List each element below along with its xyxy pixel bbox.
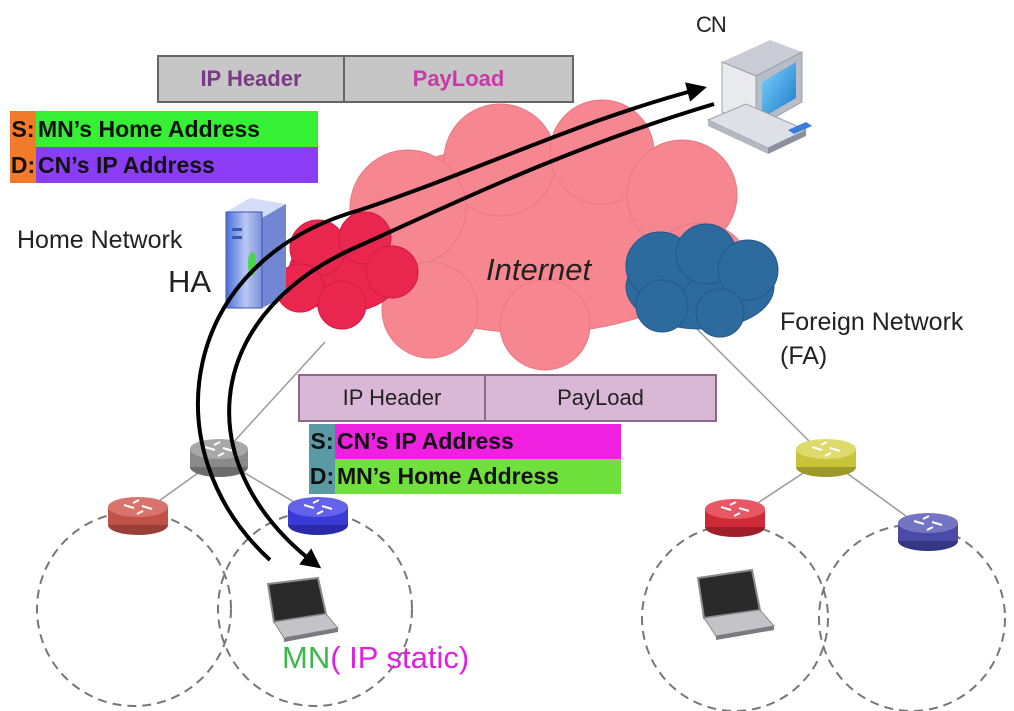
packet-top-source: MN’s Home Address [36, 111, 318, 147]
ip-static-text: ( IP static) [330, 640, 470, 675]
packet-bottom-dest: MN’s Home Address [335, 459, 621, 494]
mn-label: MN( IP static) [282, 640, 469, 676]
packet-top-addresses: S: MN’s Home Address D: CN’s IP Address [10, 111, 318, 183]
arrow-mn-to-cn [196, 82, 707, 562]
laptop-icon [266, 576, 339, 642]
laptop-icon [696, 568, 775, 640]
packet-top-header: IP Header [200, 66, 302, 91]
packet-top-dest-tag: D: [10, 147, 36, 183]
packet-bottom-source-tag: S: [309, 424, 335, 459]
packet-bottom-payload: PayLoad [484, 376, 715, 420]
packet-top-dest: CN’s IP Address [36, 147, 318, 183]
foreign-network-cloud [625, 223, 779, 338]
packet-top-bar: IP Header PayLoad [157, 55, 574, 103]
server-icon [225, 198, 286, 309]
arrow-cn-to-mn [227, 102, 715, 569]
packet-bottom-header: IP Header [342, 385, 442, 410]
foreign-network-label: Foreign Network [780, 308, 964, 336]
subnet-circle-home-left [36, 511, 232, 707]
router-home-right [288, 497, 348, 535]
fa-label: (FA) [780, 342, 828, 370]
router-foreign-gateway [796, 439, 856, 477]
packet-bottom-dest-tag: D: [309, 459, 335, 494]
packet-bottom-source: CN’s IP Address [335, 424, 621, 459]
mn-text: MN [282, 640, 331, 675]
internet-label: Internet [486, 252, 592, 287]
ha-label: HA [168, 264, 212, 299]
packet-top-source-tag: S: [10, 111, 36, 147]
packet-top-payload: PayLoad [343, 57, 572, 101]
home-network-cloud [275, 211, 419, 330]
router-foreign-left [705, 499, 765, 537]
router-home-left [108, 497, 168, 535]
desktop-computer-icon [706, 40, 812, 154]
router-foreign-right [898, 513, 958, 551]
cn-label: CN [696, 12, 727, 37]
routing-arrows [196, 82, 715, 569]
home-network-label: Home Network [17, 226, 183, 254]
subnet-circles [36, 511, 1006, 711]
subnet-circle-foreign-right [818, 524, 1006, 711]
packet-bottom-addresses: S: CN’s IP Address D: MN’s Home Address [309, 424, 621, 494]
packet-bottom-bar: IP Header PayLoad [298, 374, 717, 422]
